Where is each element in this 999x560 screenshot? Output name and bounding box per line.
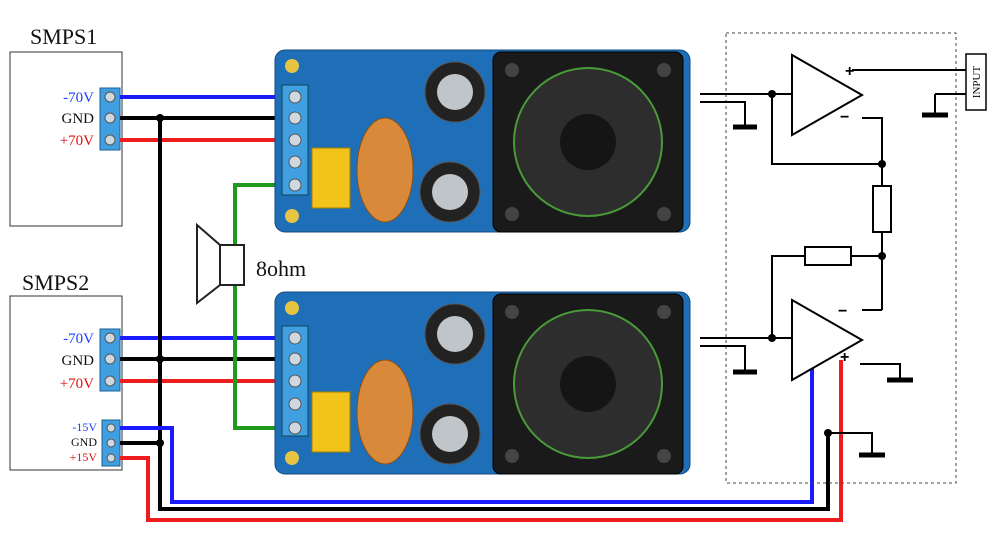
pcb-terminal-block xyxy=(281,325,309,437)
input-label: INPUT xyxy=(971,66,983,99)
screw-terminal xyxy=(104,112,116,124)
smps1-neg-label: -70V xyxy=(63,90,94,106)
mounting-hole xyxy=(285,59,299,73)
film-capacitor xyxy=(311,147,351,209)
smps2-neg-label: -70V xyxy=(63,331,94,347)
input-connector[interactable]: INPUT xyxy=(965,53,987,111)
speaker-impedance-label: 8ohm xyxy=(256,256,306,281)
mounting-hole xyxy=(285,301,299,315)
screw-terminal xyxy=(104,375,116,387)
junction-dot xyxy=(768,334,776,342)
junction-dot xyxy=(878,252,886,260)
speaker-cone-icon xyxy=(196,222,221,306)
screw-terminal xyxy=(104,134,116,146)
screw-terminal xyxy=(106,438,116,448)
smps2-box: SMPS2 -70V GND +70V -15V GND +15V xyxy=(9,270,123,471)
noninverting-symbol: + xyxy=(840,349,849,366)
junction-dot xyxy=(156,355,164,363)
aux-neg-wire xyxy=(120,355,814,504)
upper-amp-module xyxy=(274,49,691,233)
noninverting-symbol: + xyxy=(845,63,854,80)
smps2-aux-neg-label: -15V xyxy=(72,420,97,434)
smps1-pos-label: +70V xyxy=(60,133,94,149)
junction-dot xyxy=(878,160,886,168)
smps2-aux-gnd-label: GND xyxy=(71,435,97,449)
junction-dot xyxy=(824,429,832,437)
smps2-pos-label: +70V xyxy=(60,376,94,392)
feedback-resistor xyxy=(872,185,892,233)
smps1-box: SMPS1 -70V GND +70V xyxy=(9,24,123,227)
film-capacitor xyxy=(311,391,351,453)
screw-terminal xyxy=(104,353,116,365)
speaker-magnet-icon xyxy=(219,244,245,286)
inductor-coil xyxy=(356,117,414,223)
inductor-coil xyxy=(356,359,414,465)
aux-gnd-wire xyxy=(120,433,830,511)
mounting-hole xyxy=(285,209,299,223)
mounting-hole xyxy=(285,451,299,465)
opamp-section-outline xyxy=(725,32,957,484)
screw-terminal xyxy=(104,332,116,344)
speaker-wire xyxy=(233,183,280,430)
junction-dot xyxy=(156,439,164,447)
smps2-title: SMPS2 xyxy=(22,270,89,295)
aux-pos-wire xyxy=(120,360,843,522)
upper-opamp xyxy=(791,53,865,137)
screw-terminal xyxy=(106,423,116,433)
junction-dot xyxy=(156,114,164,122)
inverting-symbol: − xyxy=(838,303,847,320)
lower-amp-module xyxy=(274,291,691,475)
junction-dot xyxy=(768,90,776,98)
inverting-symbol: − xyxy=(840,109,849,126)
speaker: 8ohm xyxy=(196,183,306,430)
inverting-resistor xyxy=(804,246,852,266)
screw-terminal xyxy=(104,91,116,103)
smps2-aux-pos-label: +15V xyxy=(70,450,98,464)
screw-terminal xyxy=(106,453,116,463)
smps2-gnd-label: GND xyxy=(62,353,95,369)
smps1-title: SMPS1 xyxy=(30,24,97,49)
smps1-gnd-label: GND xyxy=(62,111,95,127)
signal-wiring xyxy=(700,53,968,458)
lower-opamp xyxy=(791,298,865,382)
